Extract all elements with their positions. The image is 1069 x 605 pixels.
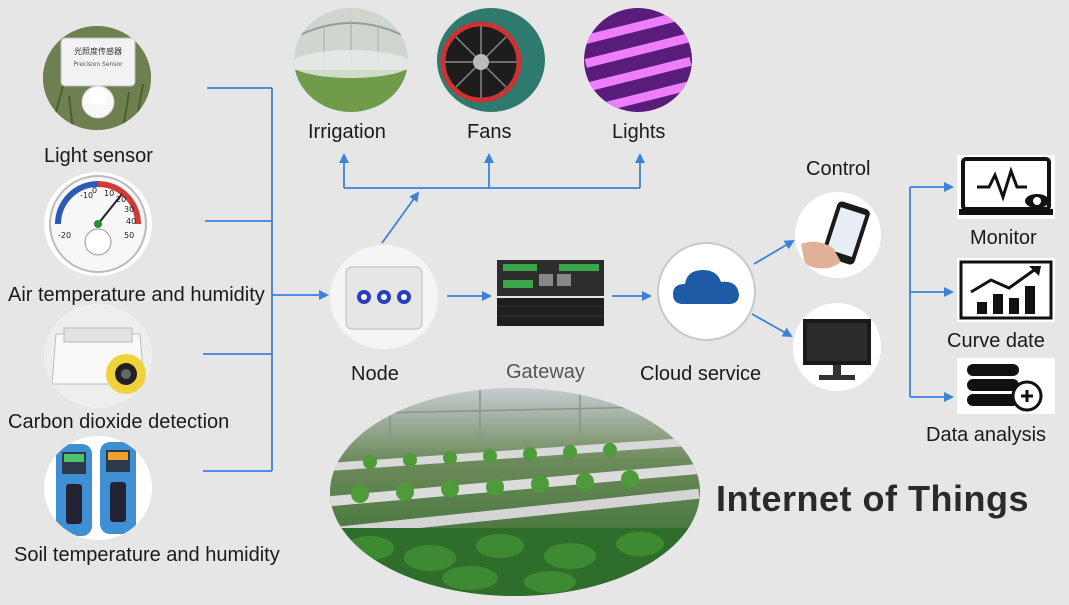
dial-tick: 0	[92, 186, 97, 195]
monitor-icon	[957, 155, 1055, 219]
node-photo	[330, 245, 438, 349]
edge-cloud-to-pc	[751, 313, 793, 337]
label-air-sensor: Air temperature and humidity	[8, 284, 265, 306]
curve-chart-icon	[957, 258, 1055, 322]
label-control: Control	[806, 158, 871, 180]
label-node: Node	[351, 363, 399, 385]
sensor-panel-text: 光照度传感器	[74, 46, 122, 56]
label-light-sensor: Light sensor	[44, 145, 153, 167]
cloud-service-photo	[657, 242, 756, 341]
gateway-photo	[497, 260, 604, 326]
sensor-panel-en: Precision Sensor	[73, 61, 123, 68]
label-cloud-service: Cloud service	[640, 363, 762, 385]
dial-tick: 30	[124, 205, 134, 214]
lights-photo	[584, 8, 692, 112]
greenhouse-photo	[330, 388, 700, 596]
air-sensor-photo: -10 0 10 20 30 40 50 -20	[44, 172, 152, 276]
label-gateway: Gateway	[506, 361, 585, 383]
label-curve: Curve date	[947, 330, 1045, 352]
co2-sensor-photo	[44, 304, 152, 408]
label-co2-sensor: Carbon dioxide detection	[8, 411, 230, 433]
dial-tick: 20	[116, 195, 126, 204]
dial-tick: 10	[104, 189, 114, 198]
dial-tick: -10	[80, 191, 93, 200]
label-monitor: Monitor	[970, 227, 1037, 249]
diagram-title: Internet of Things	[716, 478, 1029, 519]
dial-tick: 50	[124, 231, 134, 240]
edge-node-to-actuators	[381, 191, 420, 244]
database-icon	[957, 358, 1055, 414]
light-sensor-photo: 光照度传感器 Precision Sensor	[43, 26, 151, 130]
label-soil-sensor: Soil temperature and humidity	[14, 544, 280, 566]
soil-sensor-photo	[44, 436, 152, 540]
dial-tick: -20	[58, 231, 71, 240]
irrigation-photo	[294, 8, 408, 112]
label-lights: Lights	[612, 121, 666, 143]
label-data-analysis: Data analysis	[926, 424, 1047, 446]
label-fans: Fans	[467, 121, 512, 143]
dial-tick: 40	[126, 217, 136, 226]
label-irrigation: Irrigation	[308, 121, 386, 143]
phone-photo	[795, 192, 881, 278]
fans-photo	[437, 8, 545, 112]
pc-photo	[793, 303, 881, 391]
edge-cloud-to-phone	[753, 239, 795, 265]
